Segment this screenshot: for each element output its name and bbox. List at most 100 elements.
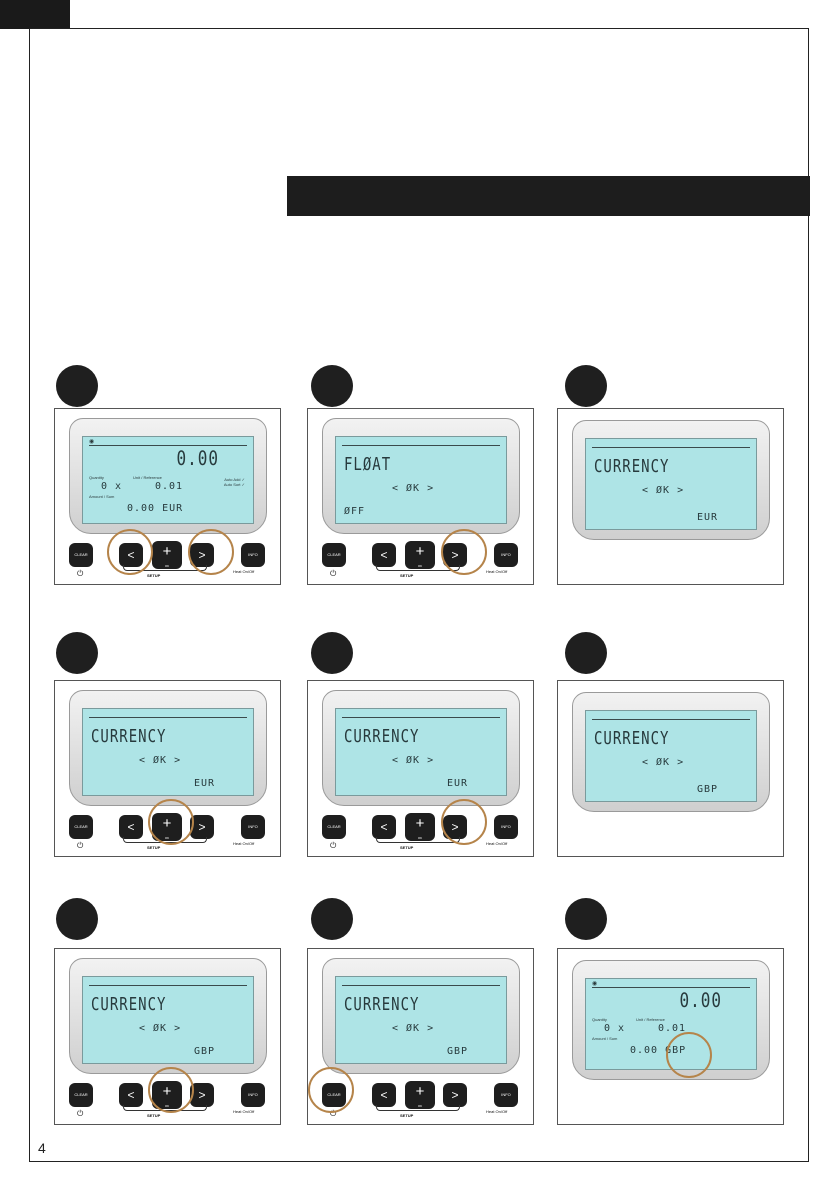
left-button[interactable]: < <box>372 543 396 567</box>
info-button[interactable]: INFO <box>241 543 265 567</box>
step-panel-9: ◉ 0.00 Quantity Unit / Reference 0 x 0.0… <box>557 948 784 1125</box>
keypad: CLEAR < +OK > INFO ⏻ SETUP Heat On/Off <box>316 813 526 853</box>
display-bezel: CURRENCY < ØK > EUR <box>572 420 770 540</box>
highlight-circle <box>148 799 194 845</box>
right-button[interactable]: > <box>443 1083 467 1107</box>
lcd-unit: 0.01 <box>155 481 183 492</box>
power-icon: ⏻ <box>330 841 336 851</box>
display-bezel: ◉ 0.00 Quantity Unit / Reference 0 x 0.0… <box>69 418 267 534</box>
clear-button[interactable]: CLEAR <box>69 543 93 567</box>
step-marker-3 <box>565 365 607 407</box>
lcd-quantity-label: Quantity <box>89 475 104 480</box>
keypad: CLEAR < +OK > INFO ⏻ SETUP Heat On/Off <box>316 541 526 581</box>
step-marker-5 <box>311 632 353 674</box>
lcd-unit-label: Unit / Reference <box>636 1017 665 1022</box>
page-number: 4 <box>38 1140 46 1156</box>
clear-button[interactable]: CLEAR <box>322 815 346 839</box>
setup-label: SETUP <box>400 1113 413 1118</box>
lcd-ok-prompt: < ØK > <box>392 755 434 766</box>
step-panel-8: CURRENCY < ØK > GBP CLEAR < +OK > INFO ⏻… <box>307 948 534 1125</box>
left-button[interactable]: < <box>119 815 143 839</box>
info-button[interactable]: INFO <box>241 1083 265 1107</box>
heat-label: Heat On/Off <box>233 841 254 846</box>
section-heading-bar <box>287 176 810 216</box>
highlight-circle <box>188 529 234 575</box>
lcd-auto-sort: Auto Sort ✓ <box>224 482 245 487</box>
lcd-quantity-label: Quantity <box>592 1017 607 1022</box>
power-icon: ⏻ <box>77 841 83 851</box>
lcd-ok-prompt: < ØK > <box>392 1023 434 1034</box>
step-marker-9 <box>565 898 607 940</box>
power-icon: ⏻ <box>77 1109 83 1119</box>
lcd-menu-label: CURRENCY <box>344 727 419 747</box>
info-button[interactable]: INFO <box>494 543 518 567</box>
lcd-currency: EUR <box>447 778 468 789</box>
lcd-amount-label: Amount / Sum <box>89 494 114 499</box>
lcd-screen: FLØAT < ØK > ØFF <box>335 436 507 524</box>
lcd-quantity: 0 x <box>101 481 122 492</box>
lcd-currency: GBP <box>697 784 718 795</box>
lcd-menu-label: CURRENCY <box>594 457 669 477</box>
lcd-currency: EUR <box>194 778 215 789</box>
step-panel-1: ◉ 0.00 Quantity Unit / Reference 0 x 0.0… <box>54 408 281 585</box>
setup-label: SETUP <box>147 845 160 850</box>
clear-button[interactable]: CLEAR <box>69 815 93 839</box>
heat-label: Heat On/Off <box>233 569 254 574</box>
power-icon: ⏻ <box>330 569 336 579</box>
lcd-menu-label: FLØAT <box>344 455 391 475</box>
left-button[interactable]: < <box>119 1083 143 1107</box>
lcd-unit-label: Unit / Reference <box>133 475 162 480</box>
step-marker-2 <box>311 365 353 407</box>
lcd-amount: 0.00 EUR <box>127 503 183 514</box>
info-button[interactable]: INFO <box>494 1083 518 1107</box>
step-panel-5: CURRENCY < ØK > EUR CLEAR < +OK > INFO ⏻… <box>307 680 534 857</box>
clear-button[interactable]: CLEAR <box>69 1083 93 1107</box>
step-marker-8 <box>311 898 353 940</box>
display-bezel: CURRENCY < ØK > EUR <box>322 690 520 806</box>
lcd-menu-value: ØFF <box>344 506 365 517</box>
highlight-circle <box>666 1032 712 1078</box>
lcd-menu-label: CURRENCY <box>344 995 419 1015</box>
heat-label: Heat On/Off <box>486 841 507 846</box>
lcd-total: 0.00 <box>679 989 722 1012</box>
step-marker-7 <box>56 898 98 940</box>
clear-button[interactable]: CLEAR <box>322 543 346 567</box>
lcd-screen: CURRENCY < ØK > GBP <box>335 976 507 1064</box>
display-bezel: CURRENCY < ØK > GBP <box>322 958 520 1074</box>
lcd-menu-label: CURRENCY <box>91 727 166 747</box>
lcd-currency: GBP <box>194 1046 215 1057</box>
info-button[interactable]: INFO <box>241 815 265 839</box>
heat-label: Heat On/Off <box>486 1109 507 1114</box>
display-bezel: FLØAT < ØK > ØFF <box>322 418 520 534</box>
lcd-menu-label: CURRENCY <box>594 729 669 749</box>
step-panel-3: CURRENCY < ØK > EUR <box>557 408 784 585</box>
setup-label: SETUP <box>147 573 160 578</box>
step-marker-1 <box>56 365 98 407</box>
step-marker-4 <box>56 632 98 674</box>
display-bezel: CURRENCY < ØK > GBP <box>69 958 267 1074</box>
lcd-screen: CURRENCY < ØK > GBP <box>585 710 757 802</box>
lcd-ok-prompt: < ØK > <box>642 485 684 496</box>
coin-icon: ◉ <box>89 438 94 445</box>
highlight-circle <box>107 529 153 575</box>
setup-label: SETUP <box>400 845 413 850</box>
corner-tab <box>0 0 70 29</box>
step-panel-7: CURRENCY < ØK > GBP CLEAR < +OK > INFO ⏻… <box>54 948 281 1125</box>
step-marker-6 <box>565 632 607 674</box>
left-button[interactable]: < <box>372 815 396 839</box>
highlight-circle <box>441 799 487 845</box>
lcd-menu-label: CURRENCY <box>91 995 166 1015</box>
highlight-circle <box>148 1067 194 1113</box>
lcd-ok-prompt: < ØK > <box>139 1023 181 1034</box>
info-button[interactable]: INFO <box>494 815 518 839</box>
lcd-screen: CURRENCY < ØK > EUR <box>82 708 254 796</box>
lcd-screen: CURRENCY < ØK > EUR <box>335 708 507 796</box>
lcd-currency: GBP <box>447 1046 468 1057</box>
lcd-screen: CURRENCY < ØK > EUR <box>585 438 757 530</box>
left-button[interactable]: < <box>372 1083 396 1107</box>
heat-label: Heat On/Off <box>233 1109 254 1114</box>
display-bezel: CURRENCY < ØK > GBP <box>572 692 770 812</box>
step-panel-6: CURRENCY < ØK > GBP <box>557 680 784 857</box>
setup-label: SETUP <box>147 1113 160 1118</box>
keypad: CLEAR < +OK > INFO ⏻ SETUP Heat On/Off <box>63 541 273 581</box>
